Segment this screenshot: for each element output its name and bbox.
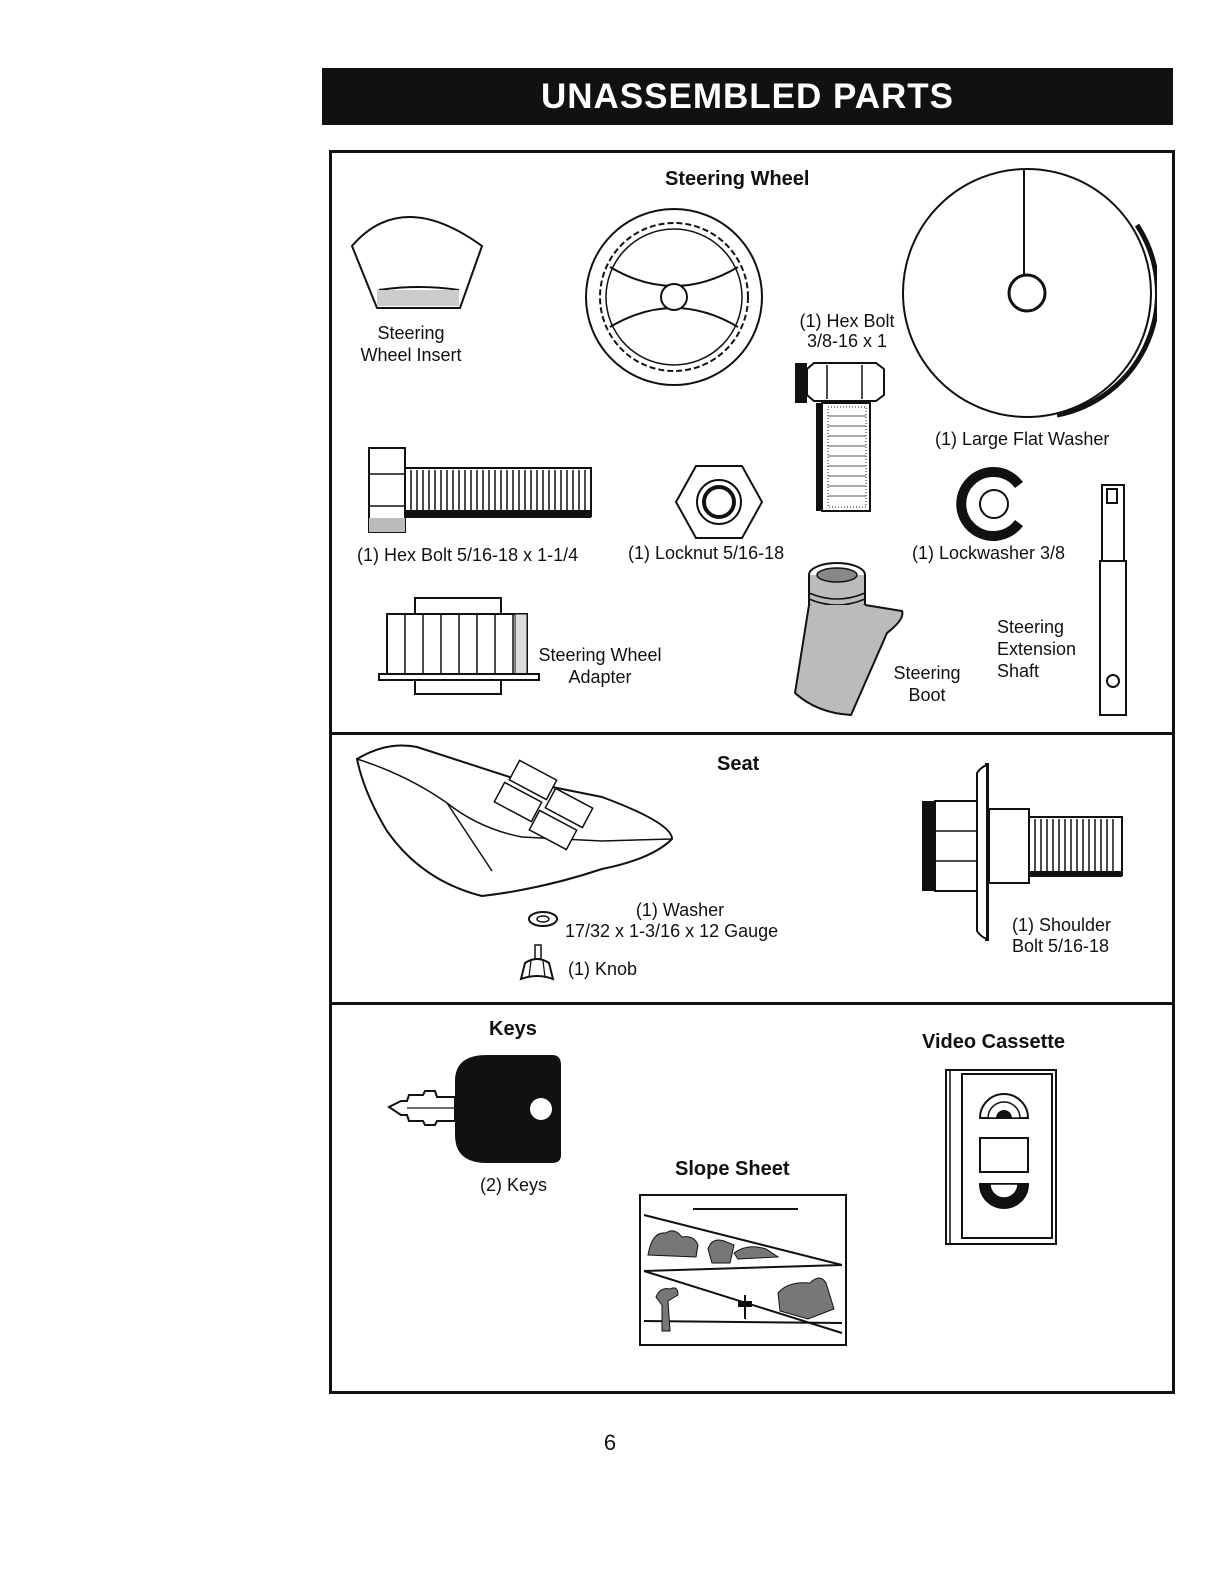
adapter-label-line-2: Adapter — [568, 667, 632, 687]
section-divider — [332, 732, 1172, 735]
boot-label-line-1: Steering — [893, 663, 961, 683]
knob-icon — [519, 944, 555, 981]
video-cassette-heading: Video Cassette — [922, 1031, 1066, 1053]
key-icon — [387, 1055, 561, 1163]
keys-label: (2) Keys — [480, 1175, 548, 1195]
lockwasher-icon — [956, 467, 1024, 541]
parts-frame: Steering Wheel Steering Wheel Insert (1)… — [329, 150, 1175, 1394]
hex-bolt-small-label: (1) Hex Bolt 5/16-18 x 1-1/4 — [357, 545, 579, 565]
washer-label-line-1: (1) Washer — [635, 900, 725, 920]
video-cassette-icon — [945, 1069, 1057, 1245]
washer-label-line-2: 17/32 x 1-3/16 x 12 Gauge — [565, 921, 779, 941]
knob-label: (1) Knob — [568, 959, 638, 979]
hex-bolt-small-icon — [368, 447, 592, 533]
adapter-label-line-1: Steering Wheel — [538, 645, 662, 665]
flat-washer-label: (1) Large Flat Washer — [935, 429, 1110, 449]
insert-label-line-2: Wheel Insert — [360, 345, 462, 365]
shoulder-bolt-label-line-1: (1) Shoulder — [1012, 915, 1112, 935]
steering-boot-icon — [793, 562, 904, 717]
locknut-icon — [674, 465, 764, 539]
locknut-label: (1) Locknut 5/16-18 — [628, 543, 785, 563]
lockwasher-label: (1) Lockwasher 3/8 — [912, 543, 1066, 563]
hex-bolt-large-label-line-2: 3/8-16 x 1 — [806, 331, 888, 351]
steering-extension-shaft-icon — [1099, 484, 1127, 716]
page-title: UNASSEMBLED PARTS — [540, 77, 955, 116]
page-number: 6 — [603, 1430, 617, 1455]
large-flat-washer-icon — [902, 168, 1157, 418]
insert-label-line-1: Steering — [377, 323, 445, 343]
steering-wheel-adapter-icon — [378, 597, 540, 695]
boot-label-line-2: Boot — [908, 685, 946, 705]
steering-wheel-insert-icon — [350, 216, 484, 309]
keys-heading: Keys — [489, 1018, 537, 1040]
shaft-label-line-2: Extension — [997, 639, 1077, 659]
shaft-label-line-1: Steering — [997, 617, 1065, 637]
shoulder-bolt-icon — [922, 763, 1123, 941]
steering-wheel-icon — [585, 208, 763, 386]
page-title-banner: UNASSEMBLED PARTS — [322, 68, 1173, 125]
slope-sheet-heading: Slope Sheet — [675, 1158, 790, 1180]
hex-bolt-large-label-line-1: (1) Hex Bolt — [799, 311, 895, 331]
slope-sheet-icon — [639, 1194, 847, 1346]
section-divider — [332, 1002, 1172, 1005]
washer-icon — [528, 911, 558, 927]
shoulder-bolt-label-line-2: Bolt 5/16-18 — [1012, 936, 1110, 956]
seat-heading: Seat — [717, 753, 760, 775]
hex-bolt-large-icon — [795, 362, 885, 512]
seat-icon — [355, 744, 674, 898]
steering-heading: Steering Wheel — [665, 168, 810, 190]
shaft-label-line-3: Shaft — [997, 661, 1040, 681]
